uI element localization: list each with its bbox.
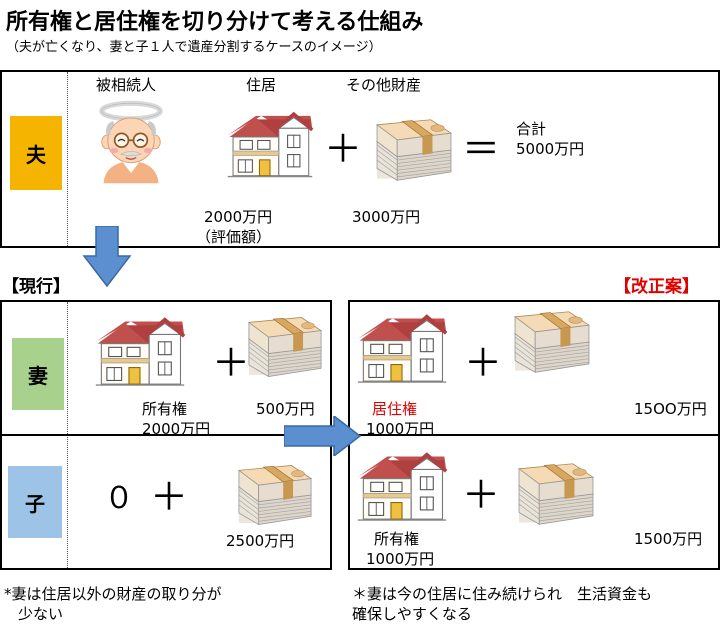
- husband-divider: [67, 72, 68, 246]
- money-stack-icon: [510, 304, 594, 380]
- col-person-label: 被相続人: [96, 76, 157, 94]
- equals-sign: ＝: [462, 127, 501, 171]
- wife-home-right: 所有権: [142, 400, 188, 418]
- child-home-value: 1000万円: [366, 550, 435, 568]
- current-row-divider: [0, 434, 332, 436]
- proposal-note: ＊妻は今の住居に住み続けられ 生活資金も 確保しやすくなる: [352, 584, 652, 624]
- house-icon: [226, 108, 314, 180]
- current-note-line1: *妻は住居以外の財産の取り分が: [4, 585, 222, 603]
- halo-grandpa-icon: [88, 98, 174, 186]
- col-home-label: 住居: [246, 76, 277, 94]
- child-home-right: 所有権: [374, 530, 420, 548]
- money-stack-icon: [244, 310, 326, 384]
- house-icon: [356, 448, 448, 524]
- money-stack-icon: [234, 458, 316, 532]
- proposal-heading: 【改正案】: [614, 277, 699, 297]
- zero-value: ０: [104, 481, 134, 516]
- plus-sign: ＋: [462, 473, 501, 517]
- money-stack-icon: [372, 116, 456, 184]
- wife-money: 500万円: [256, 400, 315, 418]
- house-icon: [94, 314, 186, 388]
- money-stack-icon: [514, 456, 598, 532]
- house-icon: [356, 310, 448, 386]
- wife-home-right: 居住権: [372, 400, 418, 418]
- wife-home-value: 2000万円: [142, 420, 211, 438]
- wife-money: 15OO万円: [634, 400, 707, 418]
- total-label: 合計: [516, 120, 547, 138]
- arrow-right-icon: [284, 416, 362, 456]
- page-title: 所有権と居住権を切り分けて考える仕組み: [6, 10, 424, 35]
- child-label: 子: [8, 466, 62, 538]
- arrow-down-icon: [82, 226, 132, 288]
- current-note-line2: 少ない: [18, 605, 64, 623]
- plus-sign: ＋: [464, 341, 503, 385]
- current-heading: 【現行】: [2, 277, 70, 297]
- proposal-note-line1: ＊妻は今の住居に住み続けられ 生活資金も: [352, 585, 653, 603]
- wife-label: 妻: [12, 338, 64, 410]
- col-other-label: その他財産: [346, 76, 422, 94]
- wife-home-value: 1000万円: [366, 420, 435, 438]
- other-value: 3000万円: [352, 208, 421, 226]
- page-subtitle: （夫が亡くなり、妻と子１人で遺産分割するケースのイメージ）: [6, 40, 382, 55]
- home-value: 2000万円: [204, 208, 273, 226]
- plus-sign: ＋: [150, 475, 189, 519]
- child-money: 1500万円: [634, 530, 703, 548]
- child-money: 2500万円: [226, 532, 295, 550]
- total-value: 5000万円: [516, 140, 585, 158]
- plus-sign: ＋: [212, 341, 251, 385]
- home-note: （評価額）: [196, 228, 272, 246]
- husband-label: 夫: [10, 116, 62, 190]
- proposal-row-divider: [348, 434, 720, 436]
- plus-sign: ＋: [324, 127, 363, 171]
- proposal-note-line2: 確保しやすくなる: [352, 605, 472, 623]
- current-note: *妻は住居以外の財産の取り分が 少ない: [4, 584, 222, 624]
